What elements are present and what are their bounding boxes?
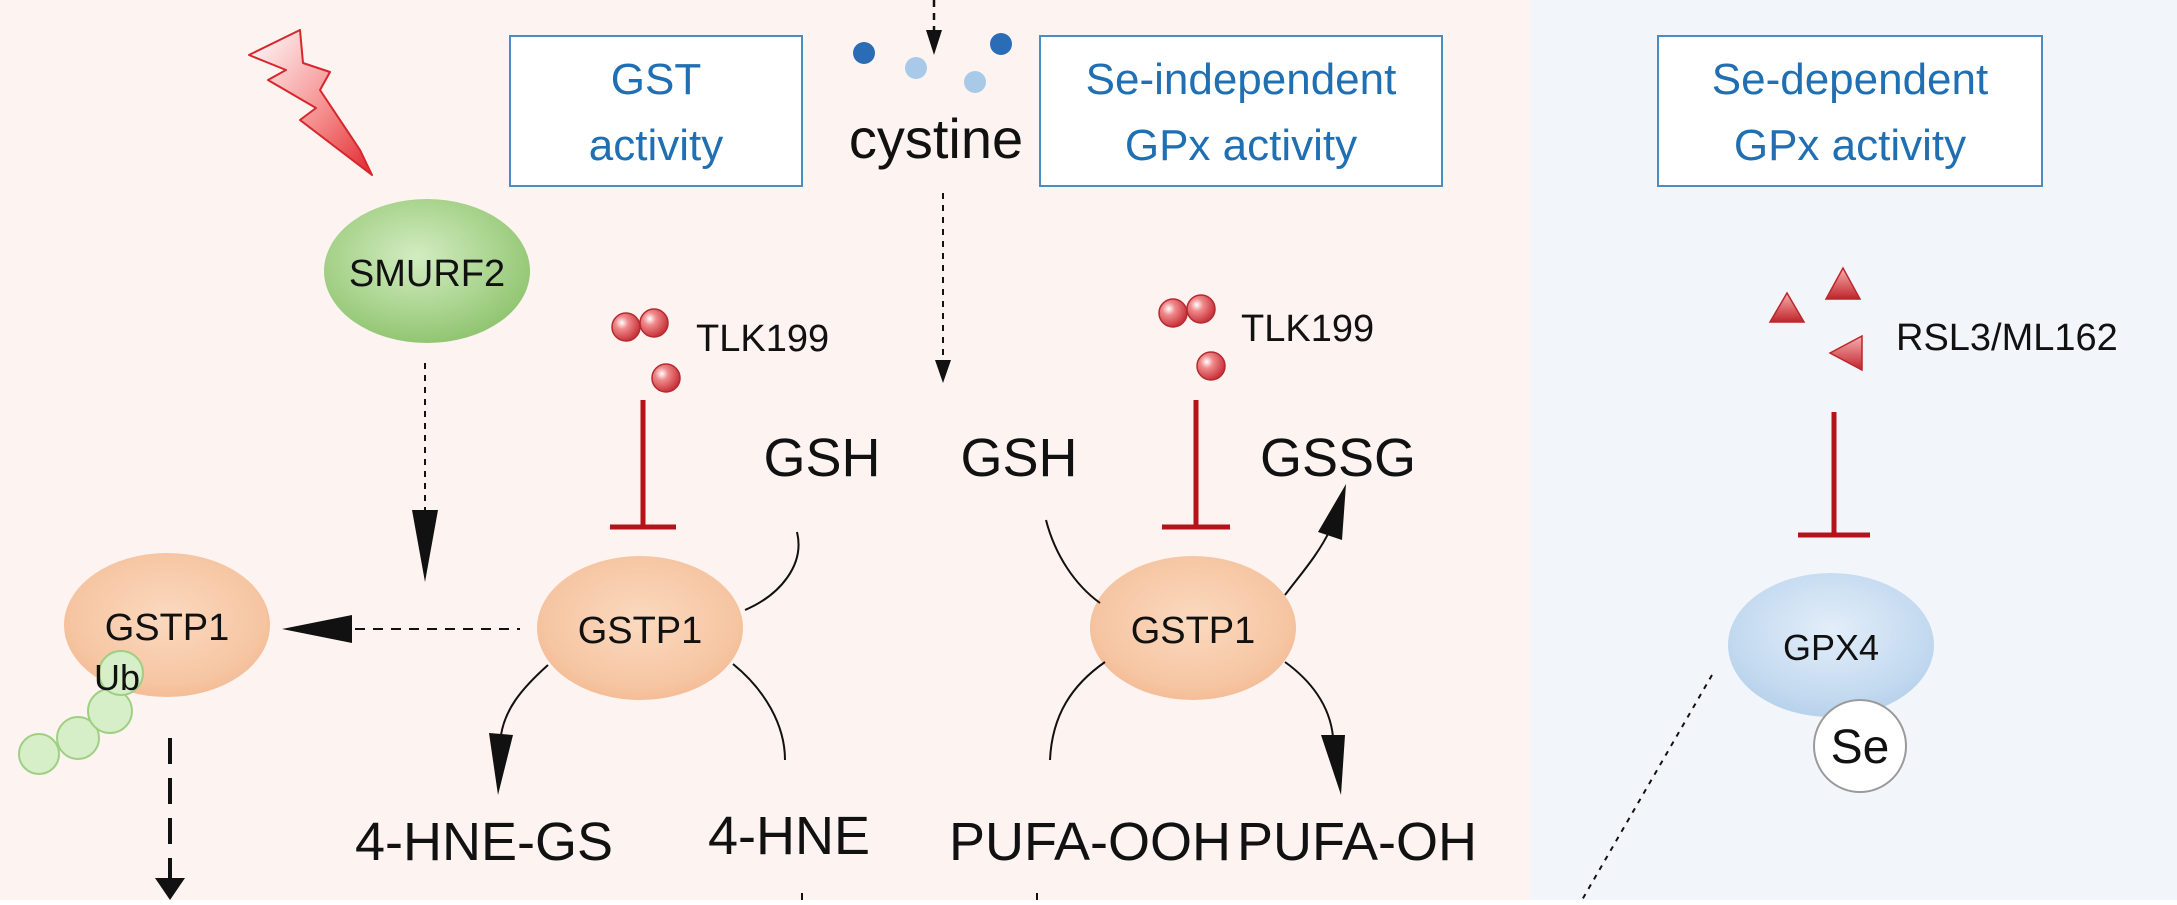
gpx4-label: GPX4 <box>1783 627 1879 668</box>
gstp1-gst-label: GSTP1 <box>578 610 703 652</box>
tlk199-left-label: TLK199 <box>696 318 829 360</box>
rsl3-ml162-triangles <box>1768 266 1863 372</box>
pufa-ooh-connector <box>1049 661 1106 761</box>
selenium-label: Se <box>1831 721 1890 774</box>
rsl3-ml162-label: RSL3/ML162 <box>1896 317 2118 359</box>
smurf2-node: SMURF2 <box>324 199 530 343</box>
pufa-ooh-label: PUFA-OOH <box>949 812 1231 872</box>
ubiquitin-chain <box>18 650 144 775</box>
pufa-oh-product-arrow <box>1284 661 1345 795</box>
tlk199-right-inhibition <box>1162 400 1230 530</box>
selenium-node: Se <box>1813 699 1907 793</box>
hne-gs-label: 4-HNE-GS <box>355 812 613 872</box>
ubiquitin-label: Ub <box>94 657 140 698</box>
cystine-import-arrow <box>926 0 942 55</box>
tlk199-left-inhibition <box>610 400 676 530</box>
pufa-oh-label: PUFA-OH <box>1237 812 1477 872</box>
cystine-to-gsh-arrow <box>935 193 951 383</box>
gstp1-to-ubiquitination-arrow <box>282 615 520 643</box>
gsh-right-label: GSH <box>960 428 1077 488</box>
tlk199-right-label: TLK199 <box>1241 308 1374 350</box>
gsh-left-connector <box>744 531 800 611</box>
hne-connector <box>732 663 786 761</box>
degradation-arrow <box>155 738 185 900</box>
rsl3-inhibition <box>1798 412 1870 538</box>
tlk199-left-beads <box>611 308 681 393</box>
gstp1-gpx-node: GSTP1 <box>1090 556 1296 700</box>
cystine-molecule-dots <box>853 33 1012 93</box>
se-dependent-line1: Se-dependent <box>1712 55 1988 104</box>
gst-activity-line2: activity <box>589 121 723 170</box>
gsh-right-connector <box>1045 519 1101 604</box>
hne-label: 4-HNE <box>708 806 870 866</box>
gstp1-gpx-label: GSTP1 <box>1131 610 1256 652</box>
smurf2-to-gstp1-arrow <box>412 363 438 582</box>
se-dependent-gpx-box: Se-dependent GPx activity <box>1657 35 2043 187</box>
gst-activity-line1: GST <box>611 55 701 104</box>
se-dependent-line2: GPx activity <box>1734 121 1966 170</box>
gssg-label: GSSG <box>1260 428 1416 488</box>
gstp1-ub-label: GSTP1 <box>105 607 230 649</box>
gsh-left-label: GSH <box>763 428 880 488</box>
hne-gs-product-arrow <box>489 664 549 795</box>
se-independent-line2: GPx activity <box>1125 121 1357 170</box>
se-independent-gpx-box: Se-independent GPx activity <box>1039 35 1443 187</box>
tlk199-right-beads <box>1158 294 1226 381</box>
gpx4-node: GPX4 <box>1728 573 1934 717</box>
smurf2-label: SMURF2 <box>349 253 505 295</box>
gssg-product-arrow <box>1284 484 1346 596</box>
stress-lightning-icon <box>248 29 373 176</box>
gst-activity-box: GST activity <box>509 35 803 187</box>
gstp1-gst-node: GSTP1 <box>537 556 743 700</box>
se-independent-line1: Se-independent <box>1086 55 1397 104</box>
cystine-label: cystine <box>849 107 1023 170</box>
